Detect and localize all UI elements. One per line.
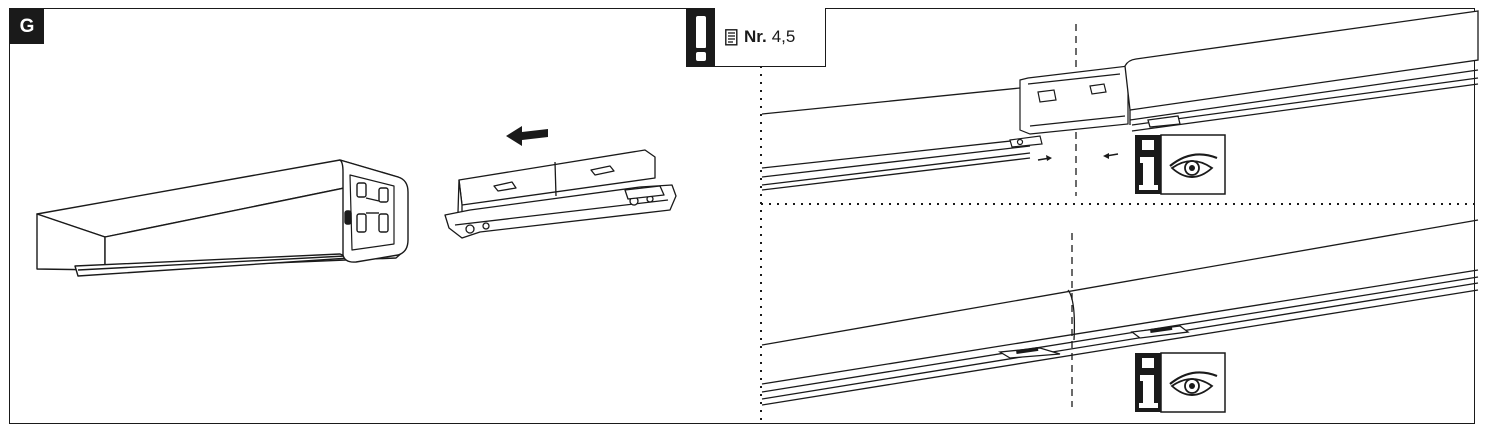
- connector-inserted: [1009, 65, 1129, 148]
- notice-box: Nr. 4,5: [686, 8, 826, 67]
- step-badge: G: [10, 9, 44, 44]
- info-eye-icon: [1135, 134, 1226, 195]
- reference-numbers: 4,5: [771, 27, 796, 46]
- exclamation-icon: [687, 8, 715, 66]
- track-upper-right: [1124, 10, 1479, 132]
- document-icon: [725, 28, 738, 46]
- info-eye-icon: [1135, 352, 1226, 413]
- track-profile: [36, 159, 409, 277]
- track-upper-left: [761, 87, 1031, 191]
- connector: [444, 149, 677, 239]
- arrow-left-icon: [506, 126, 548, 146]
- notice-reference: Nr. 4,5: [715, 8, 825, 66]
- reference-label: Nr.: [744, 27, 767, 46]
- track-lower: [761, 219, 1479, 406]
